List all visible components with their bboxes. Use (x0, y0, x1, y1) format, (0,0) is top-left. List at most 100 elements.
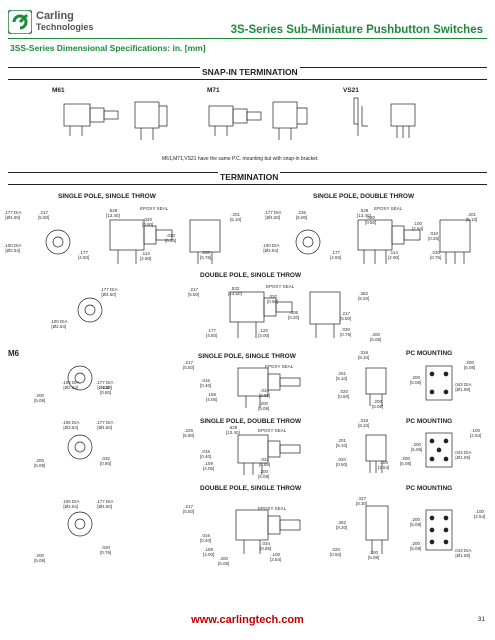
m6-label: M6 (8, 349, 20, 358)
m6-row2-dim: .032 [0.80] (100, 456, 112, 466)
m6-row2-epoxy-label: EPOXY SEAL (258, 428, 287, 433)
m6-row2-dim: .229 [5.80] (183, 428, 195, 438)
spdt-epoxy-label: EPOXY SEAL (374, 206, 403, 211)
dpst-dim: .030 [0.76] (340, 327, 352, 337)
m6-row3-dim: .158 [4.00] (203, 547, 215, 557)
spdt-dim: .201 [5.10] (466, 212, 478, 222)
m6-row1-dim: .159 [4.05] (206, 392, 218, 402)
spst-epoxy-label: EPOXY SEAL (140, 206, 169, 211)
m6-row3-dim: .200 [5.08] (34, 553, 46, 563)
m6-row3-dim: .030 [0.76] (100, 545, 112, 555)
m61-side-drawing (134, 101, 168, 140)
vs21-side-drawing (390, 103, 416, 138)
snap-in-band-label: SNAP-IN TERMINATION (200, 67, 300, 77)
spdt-dim: .020 [0.50] (365, 215, 377, 225)
m6-row1-dim: .201 [5.10] (336, 371, 348, 381)
m6-row3-dim: .217 [5.50] (183, 504, 195, 514)
spst-dim: .030 [0.76] (200, 250, 212, 260)
m61-drawing (63, 103, 119, 136)
carling-logo: Carling Technologies (8, 4, 93, 40)
m6-row1-dim: .043 DIA [Ø1.09] (454, 382, 472, 392)
m6-row3-dim: .043 DIA [Ø1.09] (454, 548, 472, 558)
m6-row3-dim: .177 DIA [Ø4.50] (96, 499, 114, 509)
m6-row1-dim: .217 [5.50] (183, 360, 195, 370)
m6-row3-dim: .016 [0.40] (200, 533, 212, 543)
m6-row1-title: SINGLE POLE, SINGLE THROW (198, 353, 296, 360)
spdt-dim: .528 [13.40] (357, 208, 371, 218)
logo-line2: Technologies (36, 22, 94, 32)
spst-title: SINGLE POLE, SINGLE THROW (58, 193, 156, 200)
m6-row1-dim: .200 [5.08] (410, 375, 422, 385)
m6-row2-title: SINGLE POLE, DOUBLE THROW (200, 418, 302, 425)
spst-dim: .100 DIA [Ø2.54] (4, 243, 22, 253)
m6-row2-dim: .020 [0.50] (336, 457, 348, 467)
snap-in-note: M61,M71,VS21 have the same P.C. mounting… (162, 156, 319, 162)
m6-row3-dim: .327 [8.30] (356, 496, 368, 506)
spst-dim: .177 DIA [Ø4.50] (4, 210, 22, 220)
m6-row2-dim: .200 [5.08] (258, 469, 270, 479)
spdt-dim: .236 [6.00] (296, 210, 308, 220)
spdt-dim: .114 [2.90] (388, 250, 400, 260)
m6-row1-dim: .200 [5.08] (464, 360, 476, 370)
vs21-drawing (353, 97, 368, 136)
dpst-dim: .120 [3.00] (258, 328, 270, 338)
spst-dim: .217 [5.50] (38, 210, 50, 220)
m6-row2-dim: .034 [0.85] (259, 457, 271, 467)
m6-row3-dim: .200 [5.08] (368, 550, 380, 560)
m6-row2-dim: .043 DIA [Ø1.09] (454, 450, 472, 460)
m6-row1-dim: .319 [8.10] (358, 350, 370, 360)
m6-row3-dim: .100 [2.54] (474, 509, 486, 519)
m6-row1-pc-title: PC MOUNTING (406, 350, 453, 357)
m6-row2-dim: .201 [5.10] (336, 438, 348, 448)
spst-drawing (45, 219, 221, 264)
dpst-dim: .177 DIA [Ø4.50] (100, 287, 118, 297)
m6-row3-dim: .034 [0.85] (260, 541, 272, 551)
m6-row1-epoxy-label: EPOXY SEAL (265, 364, 294, 369)
m6-row3-pc-title: PC MOUNTING (406, 485, 453, 492)
m6-row1-drawing (67, 365, 453, 408)
model-m61-label: M61 (52, 87, 65, 94)
m6-row1-dim: .016 [0.40] (200, 378, 212, 388)
spdt-dim: .010 [0.25] (428, 231, 440, 241)
footer-url-link[interactable]: www.carlingtech.com (191, 614, 304, 626)
spst-dim: .020 [0.50] (142, 217, 154, 227)
spdt-dim: .100 DIA [Ø2.54] (262, 243, 280, 253)
header-divider (8, 38, 487, 39)
dpst-dim: .100 DIA [Ø2.54] (50, 319, 68, 329)
dpst-dim: .217 [5.50] (188, 287, 200, 297)
m6-row3-dim: .100 [2.54] (270, 552, 282, 562)
m6-row2-drawing (67, 432, 453, 475)
dpst-dim: .217 [5.50] (340, 311, 352, 321)
m6-row1-dim: .020 [0.50] (338, 389, 350, 399)
spst-dim: .201 [5.10] (230, 212, 242, 222)
spst-dim: .528 [13.40] (106, 208, 120, 218)
spdt-dim: .177 DIA [Ø4.50] (264, 210, 282, 220)
section-subheading: 3SS-Series Dimensional Specifications: i… (10, 43, 206, 53)
m6-row3-dim: .200 [5.08] (410, 541, 422, 551)
m71-side-drawing (272, 101, 308, 140)
m6-row2-dim: .100 [2.54] (378, 460, 390, 470)
m6-row3-dim: .200 [5.08] (218, 556, 230, 566)
m6-row2-dim: .100 [2.54] (470, 428, 482, 438)
dpst-dim: .362 [9.20] (358, 291, 370, 301)
m6-row1-dim: .032 [0.80] (100, 385, 112, 395)
m6-row2-pc-title: PC MOUNTING (406, 418, 453, 425)
m6-row1-dim: .177 DIA [Ø4.50] (96, 380, 114, 390)
logo-line1: Carling (36, 10, 74, 22)
dpst-dim: .200 [5.08] (370, 332, 382, 342)
dpst-drawing (77, 291, 341, 338)
m6-row2-dim: .159 [4.05] (203, 461, 215, 471)
dpst-dim: .008 [0.20] (288, 310, 300, 320)
m71-drawing (208, 105, 262, 136)
m6-row1-dim: .200 [5.08] (258, 401, 270, 411)
spdt-title: SINGLE POLE, DOUBLE THROW (313, 193, 415, 200)
spst-dim: .114 [2.90] (140, 251, 152, 261)
model-m71-label: M71 (207, 87, 220, 94)
dpst-dim: .532 [13.50] (228, 286, 242, 296)
spdt-dim: .177 [4.50] (330, 250, 342, 260)
m6-row2-dim: .200 [5.08] (34, 458, 46, 468)
m6-row3-title: DOUBLE POLE, SINGLE THROW (200, 485, 302, 492)
m6-row2-dim: .016 [0.40] (200, 449, 212, 459)
spdt-drawing (295, 219, 471, 264)
dpst-dim: .020 [0.50] (267, 294, 279, 304)
